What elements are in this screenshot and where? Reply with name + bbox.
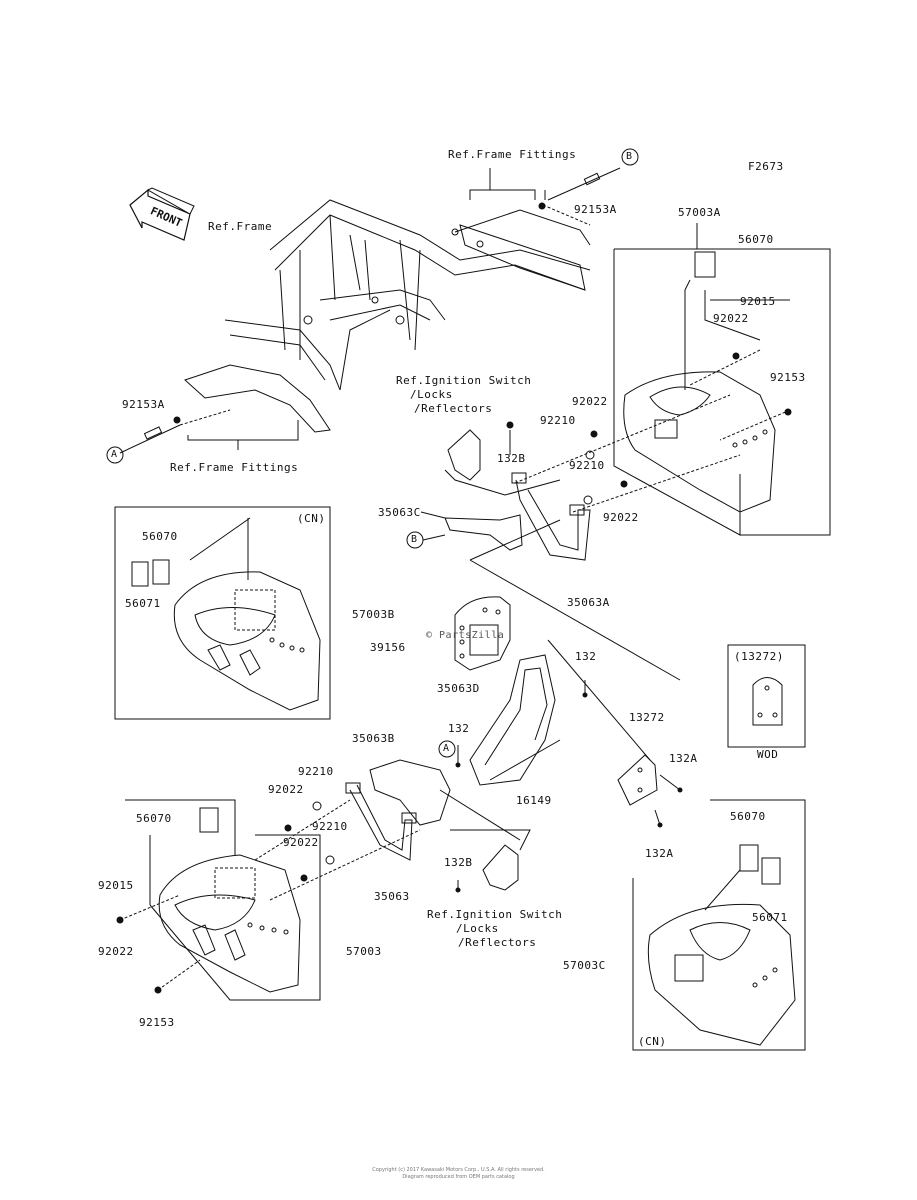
part-132b-top[interactable]: 132B [497,452,526,465]
part-92022-bl3[interactable]: 92022 [98,945,134,958]
part-35063d[interactable]: 35063D [437,682,480,695]
part-132b-bot[interactable]: 132B [444,856,473,869]
callout-b-top: B [626,151,633,162]
part-56070-cnl[interactable]: 56070 [142,530,178,543]
part-35063[interactable]: 35063 [374,890,410,903]
part-92210-mid2[interactable]: 92210 [569,459,605,472]
part-56070-tr[interactable]: 56070 [738,233,774,246]
frame-drawing [184,199,591,433]
part-92210-bl2[interactable]: 92210 [312,820,348,833]
ref-ignition-bottom-1[interactable]: Ref.Ignition Switch [427,908,563,921]
part-57003[interactable]: 57003 [346,945,382,958]
callout-a-mid: A [443,743,450,754]
part-132-a[interactable]: 132 [575,650,597,663]
part-57003b[interactable]: 57003B [352,608,395,621]
part-132-b[interactable]: 132 [448,722,470,735]
part-92153-tr[interactable]: 92153 [770,371,806,384]
footer-line-1: Copyright (c) 2017 Kawasaki Motors Corp.… [372,1167,545,1173]
part-132a-a[interactable]: 132A [669,752,698,765]
ref-ignition-bottom-2: /Locks [456,922,499,935]
footer-line-2: Diagram reproduced from OEM parts catalo… [402,1174,515,1180]
callout-a-left: A [111,449,118,460]
watermark: © PartsZilla [426,630,505,641]
part-56071-br[interactable]: 56071 [752,911,788,924]
part-39156[interactable]: 39156 [370,641,406,654]
cn-right-label: (CN) [638,1035,667,1048]
ref-ignition-top-3: /Reflectors [414,402,493,415]
ref-frame-fittings-top[interactable]: Ref.Frame Fittings [448,148,577,161]
part-56070-br[interactable]: 56070 [730,810,766,823]
part-92022-bl2[interactable]: 92022 [283,836,319,849]
part-92210-bl[interactable]: 92210 [298,765,334,778]
wod-footer: WOD [757,748,779,761]
part-35063c[interactable]: 35063C [378,506,421,519]
part-92022-mid2[interactable]: 92022 [603,511,639,524]
part-35063b[interactable]: 35063B [352,732,395,745]
part-92153-bl[interactable]: 92153 [139,1016,175,1029]
part-92015-tr[interactable]: 92015 [740,295,776,308]
part-92022-mid[interactable]: 92022 [572,395,608,408]
front-arrow-icon: FRONT [129,187,195,241]
part-92153a-top[interactable]: 92153A [574,203,617,216]
ref-frame[interactable]: Ref.Frame [208,220,273,233]
part-57003c[interactable]: 57003C [563,959,606,972]
part-35063a[interactable]: 35063A [567,596,610,609]
part-16149[interactable]: 16149 [516,794,552,807]
part-57003a[interactable]: 57003A [678,206,721,219]
part-132a-b[interactable]: 132A [645,847,674,860]
ref-ignition-bottom-3: /Reflectors [458,936,537,949]
part-56070-bl[interactable]: 56070 [136,812,172,825]
cn-left-label: (CN) [297,512,326,525]
part-92022-tr[interactable]: 92022 [713,312,749,325]
ref-frame-fittings-left[interactable]: Ref.Frame Fittings [170,461,299,474]
part-56071-cnl[interactable]: 56071 [125,597,161,610]
ref-ignition-top-1[interactable]: Ref.Ignition Switch [396,374,532,387]
wod-header: (13272) [734,650,784,663]
callout-b-mid: B [411,534,418,545]
part-92210-mid[interactable]: 92210 [540,414,576,427]
part-92022-bl[interactable]: 92022 [268,783,304,796]
ref-ignition-top-2: /Locks [410,388,453,401]
part-92153a-left[interactable]: 92153A [122,398,165,411]
figure-code: F2673 [748,160,784,173]
part-13272[interactable]: 13272 [629,711,665,724]
part-92015-bl[interactable]: 92015 [98,879,134,892]
